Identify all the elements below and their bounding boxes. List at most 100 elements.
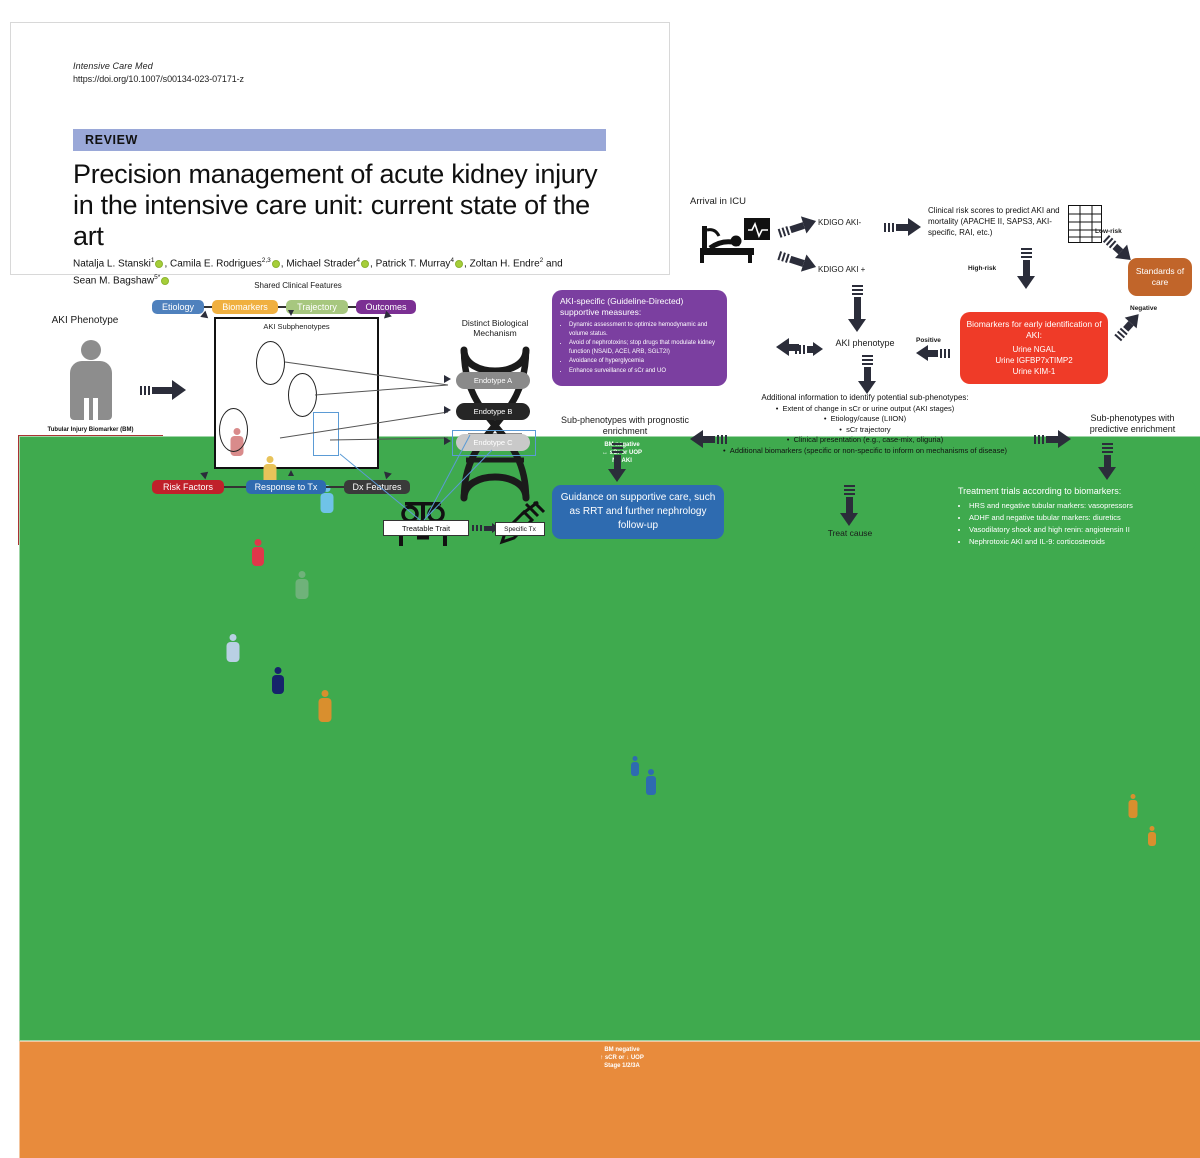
icu-bed-patient-icon (700, 218, 770, 263)
treat-cause-label: Treat cause (827, 528, 873, 538)
endotype-c-highlight (452, 430, 536, 456)
pill-biomarkers[interactable]: Biomarkers (212, 300, 278, 314)
author-affil-sup: 2,3 (261, 257, 271, 264)
orcid-icon[interactable] (455, 259, 464, 268)
page-title: Precision management of acute kidney inj… (73, 159, 598, 251)
negative-label: Negative (1130, 305, 1158, 312)
author-list: Natalja L. Stanski1, Camila E. Rodrigues… (73, 257, 563, 287)
doi-link[interactable]: https://doi.org/10.1007/s00134-023-07171… (73, 74, 244, 84)
bm-cell-stage: No AKI (612, 458, 632, 464)
bm-cell-condition: BM negative ↑ sCR or ↓ UOP (600, 1047, 644, 1061)
treatable-trait-label[interactable]: Treatable Trait (383, 520, 469, 536)
author-affil-sup: 4 (450, 257, 455, 264)
pill-response-to-tx[interactable]: Response to Tx (246, 480, 326, 494)
subphenotype-person-icon (318, 690, 331, 722)
prognostic-person-icon (646, 769, 656, 795)
journal-name: Intensive Care Med (73, 61, 153, 71)
arrow-phenotype-to-aki-specific (776, 338, 799, 356)
pill-risk-factors[interactable]: Risk Factors (152, 480, 224, 494)
additional-info-item: • Etiology/cause (LIION) (823, 414, 907, 423)
subphenotype-person-icon (272, 667, 284, 694)
low-risk-label: Low-risk (1095, 228, 1122, 235)
arrow-prognostic-down (608, 443, 626, 482)
pill-etiology[interactable]: Etiology (152, 300, 204, 314)
arrow-predictive-down (1098, 443, 1116, 480)
pill-dx-features[interactable]: Dx Features (344, 480, 410, 494)
bm-cell: BM negative ↑ sCR or ↓ UOP Stage 1/2/3A (19, 1041, 1200, 1158)
bm-cell-stage: Stage 1/2/3A (604, 1063, 640, 1069)
subphenotype-cluster-oval (256, 341, 285, 385)
orcid-icon[interactable] (155, 259, 164, 268)
treatment-trials-list: HRS and negative tubular markers: vasopr… (958, 500, 1188, 547)
arrow-biomarkers-down (288, 310, 294, 316)
pill-trajectory[interactable]: Trajectory (286, 300, 348, 314)
pill-outcomes[interactable]: Outcomes (356, 300, 416, 314)
standards-of-care-box[interactable]: Standards of care (1128, 258, 1192, 296)
standards-of-care-label: Standards of care (1135, 266, 1185, 287)
author-affil-sup: 2 (539, 257, 544, 264)
author-affil-sup: 5* (154, 274, 161, 282)
paper-header-card: Intensive Care Med https://doi.org/10.10… (10, 22, 670, 287)
treatment-trials-box[interactable]: Treatment trials according to biomarkers… (950, 480, 1196, 552)
author-name: Patrick T. Murray (375, 258, 451, 270)
arrow-treat-cause-down (840, 485, 858, 526)
kdigo-aki-negative-label: KDIGO AKI- (818, 218, 862, 227)
subphenotype-person-icon (295, 571, 308, 599)
treatment-trial-item: Nephrotoxic AKI and IL-9: corticosteroid… (969, 536, 1188, 547)
endotype-a[interactable]: Endotype A (456, 372, 530, 389)
arrow-kdigo-pos-down (848, 285, 866, 332)
author-affil-sup: 1 (150, 257, 155, 264)
subphenotype-endotype-connectors (279, 361, 449, 441)
guidance-supportive-care-box[interactable]: Guidance on supportive care, such as RRT… (552, 485, 724, 539)
author-name: Michael Strader (286, 258, 357, 270)
highlight-connector-lines (339, 434, 493, 521)
arrow-to-endotype-b (444, 406, 451, 414)
orcid-icon[interactable] (161, 277, 170, 286)
biomarkers-box-heading: Biomarkers for early identification of A… (966, 319, 1102, 340)
arrow-arrival-to-kdigo-pos (776, 246, 819, 276)
arrow-response-up (288, 470, 294, 476)
subphenotype-cluster-oval (219, 408, 248, 452)
biomarker-line: Urine KIM-1 (1012, 367, 1056, 376)
arrow-arrival-to-kdigo-neg (776, 212, 819, 241)
screenshot-root: Intensive Care Med https://doi.org/10.10… (0, 0, 1200, 579)
aki-specific-heading: AKI-specific (Guideline-Directed) suppor… (560, 296, 684, 317)
high-risk-label: High-risk (968, 265, 997, 272)
endotype-c[interactable]: Endotype C (456, 434, 530, 451)
aki-phenotype-label: AKI Phenotype (51, 315, 119, 326)
author-name: and Sean M. Bagshaw (73, 258, 563, 287)
kdigo-aki-positive-label: KDIGO AKI + (818, 265, 866, 274)
subphenotype-person-icon (263, 456, 276, 484)
biomarkers-early-id-box[interactable]: Biomarkers for early identification of A… (960, 312, 1108, 384)
endotype-b[interactable]: Endotype B (456, 403, 530, 420)
additional-info-item: • sCr trajectory (839, 424, 891, 434)
aki-specific-item: Dynamic assessment to optimize hemodynam… (569, 321, 719, 338)
aki-subphenotypes-title: AKI Subphenotypes (263, 322, 330, 331)
arrow-into-aki-phenotype-left (795, 342, 823, 356)
arrow-to-prognostic (690, 430, 729, 448)
arrow-to-predictive (1034, 430, 1071, 448)
subphenotype-person-icon (320, 485, 333, 513)
author-name: Natalja L. Stanski (73, 258, 151, 270)
biomarker-line: Urine NGAL (1012, 345, 1056, 354)
aki-specific-measures-box[interactable]: AKI-specific (Guideline-Directed) suppor… (552, 290, 727, 386)
predictive-enrichment-label: Sub-phenotypes with predictive enrichmen… (1089, 413, 1176, 434)
prognostic-enrichment-label: Sub-phenotypes with prognostic enrichmen… (560, 415, 690, 436)
additional-info-item: • Extent of change in sCr or urine outpu… (775, 403, 955, 413)
biomarker-line: Urine IGFBP7xTIMP2 (995, 356, 1073, 365)
orcid-icon[interactable] (361, 259, 369, 268)
table-icon (1068, 205, 1102, 243)
treatment-trial-item: Vasodilatory shock and high renin: angio… (969, 524, 1188, 535)
additional-info-block: Additional information to identify poten… (700, 393, 1030, 456)
biomarker-grid-caption: Tubular Injury Biomarker (BM) (47, 427, 134, 433)
arrow-positive-to-phenotype (916, 345, 952, 361)
arrow-kdigo-neg-to-risk-scores (884, 218, 921, 236)
guidance-box-text: Guidance on supportive care, such as RRT… (560, 492, 716, 531)
specific-tx-label[interactable]: Specific Tx (495, 522, 545, 536)
aki-specific-item: Avoid of nephrotoxins; stop drugs that m… (569, 339, 719, 356)
bm-cell-condition: BM negative ↔ sCr or UOP (601, 442, 642, 456)
review-label: REVIEW (85, 133, 138, 147)
arrow-high-risk-down (1017, 248, 1035, 289)
orcid-icon[interactable] (271, 259, 280, 268)
treatment-trials-heading: Treatment trials according to biomarkers… (958, 486, 1122, 496)
